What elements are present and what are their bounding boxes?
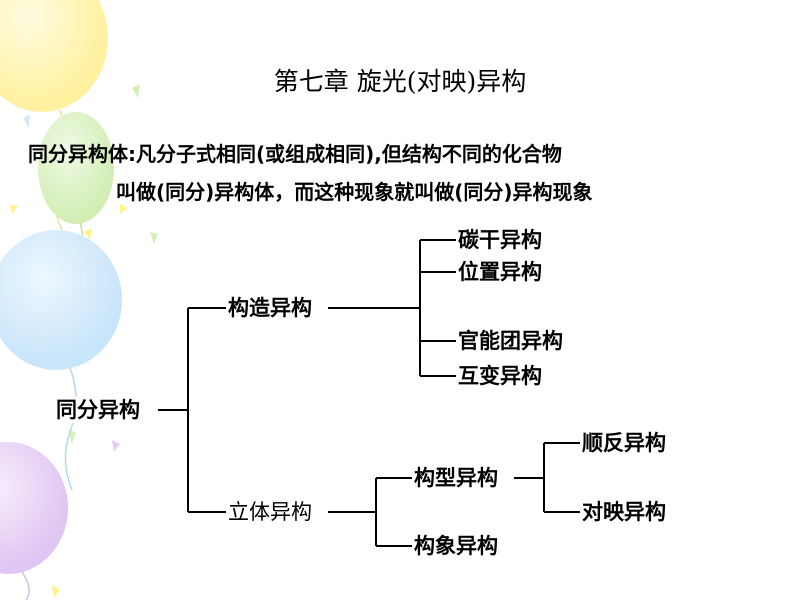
node-enantiomerism: 对映异构 <box>582 499 666 525</box>
node-conformational-isomerism: 构象异构 <box>414 533 498 559</box>
slide-title: 第七章 旋光(对映)异构 <box>273 67 527 96</box>
node-cis-trans-isomerism: 顺反异构 <box>582 430 666 456</box>
node-functional-group-isomerism: 官能团异构 <box>458 328 563 354</box>
definition-line-2: 叫做(同分)异构体，而这种现象就叫做(同分)异构现象 <box>116 180 593 204</box>
node-carbon-skeleton-isomerism: 碳干异构 <box>458 227 542 253</box>
balloon-blue <box>0 230 122 491</box>
balloon-purple <box>0 442 68 600</box>
node-stereoisomerism: 立体异构 <box>228 499 312 525</box>
node-structural-isomerism: 构造异构 <box>228 295 312 321</box>
node-configurational-isomerism: 构型异构 <box>414 465 498 491</box>
node-isomerism: 同分异构 <box>56 397 140 423</box>
definition-line-1: 同分异构体:凡分子式相同(或组成相同),但结构不同的化合物 <box>28 142 562 166</box>
node-position-isomerism: 位置异构 <box>458 259 542 285</box>
node-tautomerism: 互变异构 <box>458 363 542 389</box>
